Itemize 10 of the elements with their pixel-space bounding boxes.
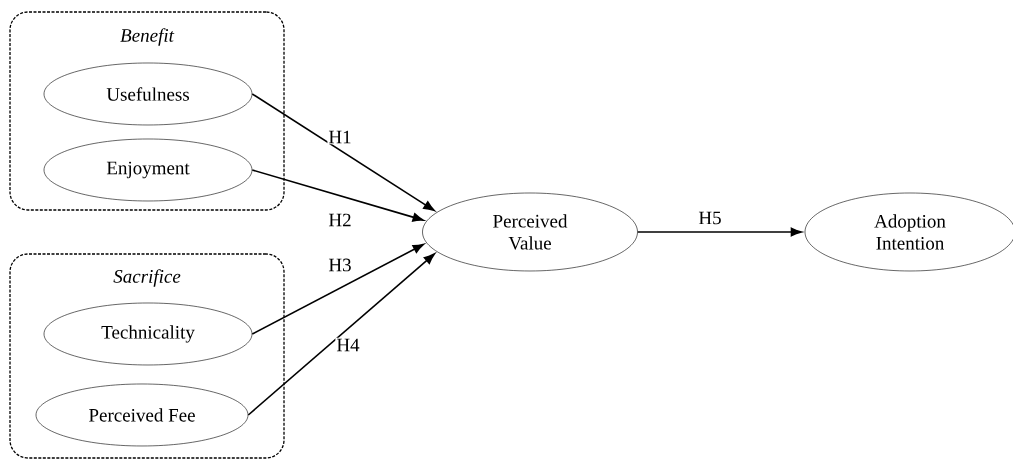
arrow (637, 227, 803, 237)
arrow (247, 253, 436, 416)
edge-label: H5 (697, 210, 723, 226)
edge-label: H2 (327, 212, 353, 228)
edge-label: H4 (335, 337, 361, 353)
arrow (251, 93, 435, 212)
edge-label: H3 (327, 257, 353, 273)
edge-label: H1 (327, 129, 353, 145)
arrow (251, 169, 424, 222)
arrow (251, 243, 425, 335)
